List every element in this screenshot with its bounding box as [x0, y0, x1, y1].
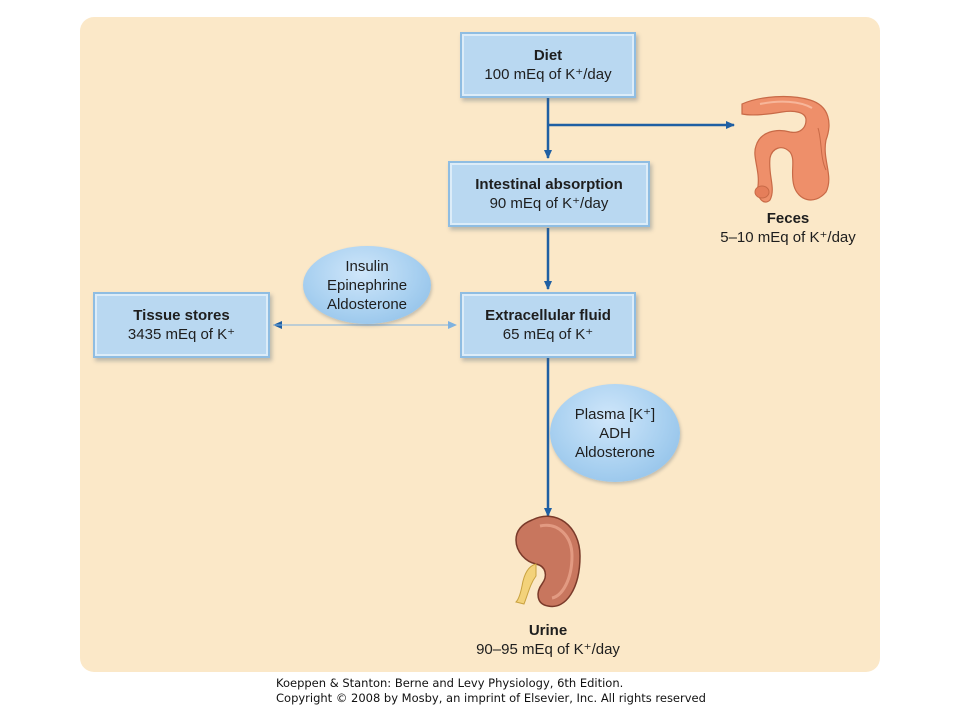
intestine-icon	[741, 95, 830, 203]
tissue-stores-box: Tissue stores 3435 mEq of K⁺	[93, 292, 270, 358]
urine-label: Urine 90–95 mEq of K⁺/day	[446, 621, 650, 659]
urine-value: 90–95 mEq of K⁺/day	[476, 641, 620, 658]
diet-value: 100 mEq of K⁺/day	[484, 66, 612, 83]
diet-box: Diet 100 mEq of K⁺/day	[460, 32, 636, 98]
regulators-tissue-oval: Insulin Epinephrine Aldosterone	[303, 246, 431, 324]
feces-title: Feces	[766, 210, 810, 227]
regulator-aldosterone-kidney: Aldosterone	[574, 443, 656, 461]
ecf-title: Extracellular fluid	[485, 307, 611, 324]
ecf-value: 65 mEq of K⁺	[502, 326, 594, 343]
intestinal-title: Intestinal absorption	[475, 176, 623, 193]
feces-value: 5–10 mEq of K⁺/day	[720, 229, 856, 246]
regulator-aldosterone-tissue: Aldosterone	[326, 295, 408, 313]
regulator-insulin: Insulin	[345, 257, 389, 275]
extracellular-fluid-box: Extracellular fluid 65 mEq of K⁺	[460, 292, 636, 358]
copyright-credit: Koeppen & Stanton: Berne and Levy Physio…	[276, 676, 706, 706]
tissue-title: Tissue stores	[133, 307, 230, 324]
regulator-plasma-k: Plasma [K⁺]	[574, 405, 656, 423]
feces-label: Feces 5–10 mEq of K⁺/day	[700, 209, 876, 247]
intestinal-absorption-box: Intestinal absorption 90 mEq of K⁺/day	[448, 161, 650, 227]
diet-title: Diet	[533, 47, 563, 64]
regulator-adh: ADH	[599, 424, 631, 442]
kidney-icon	[515, 515, 581, 608]
regulators-kidney-oval: Plasma [K⁺] ADH Aldosterone	[550, 384, 680, 482]
regulator-epinephrine: Epinephrine	[326, 276, 408, 294]
intestinal-value: 90 mEq of K⁺/day	[489, 195, 609, 212]
credit-line-1: Koeppen & Stanton: Berne and Levy Physio…	[276, 676, 624, 690]
tissue-value: 3435 mEq of K⁺	[127, 326, 236, 343]
credit-line-2: Copyright © 2008 by Mosby, an imprint of…	[276, 691, 706, 705]
urine-title: Urine	[528, 622, 568, 639]
